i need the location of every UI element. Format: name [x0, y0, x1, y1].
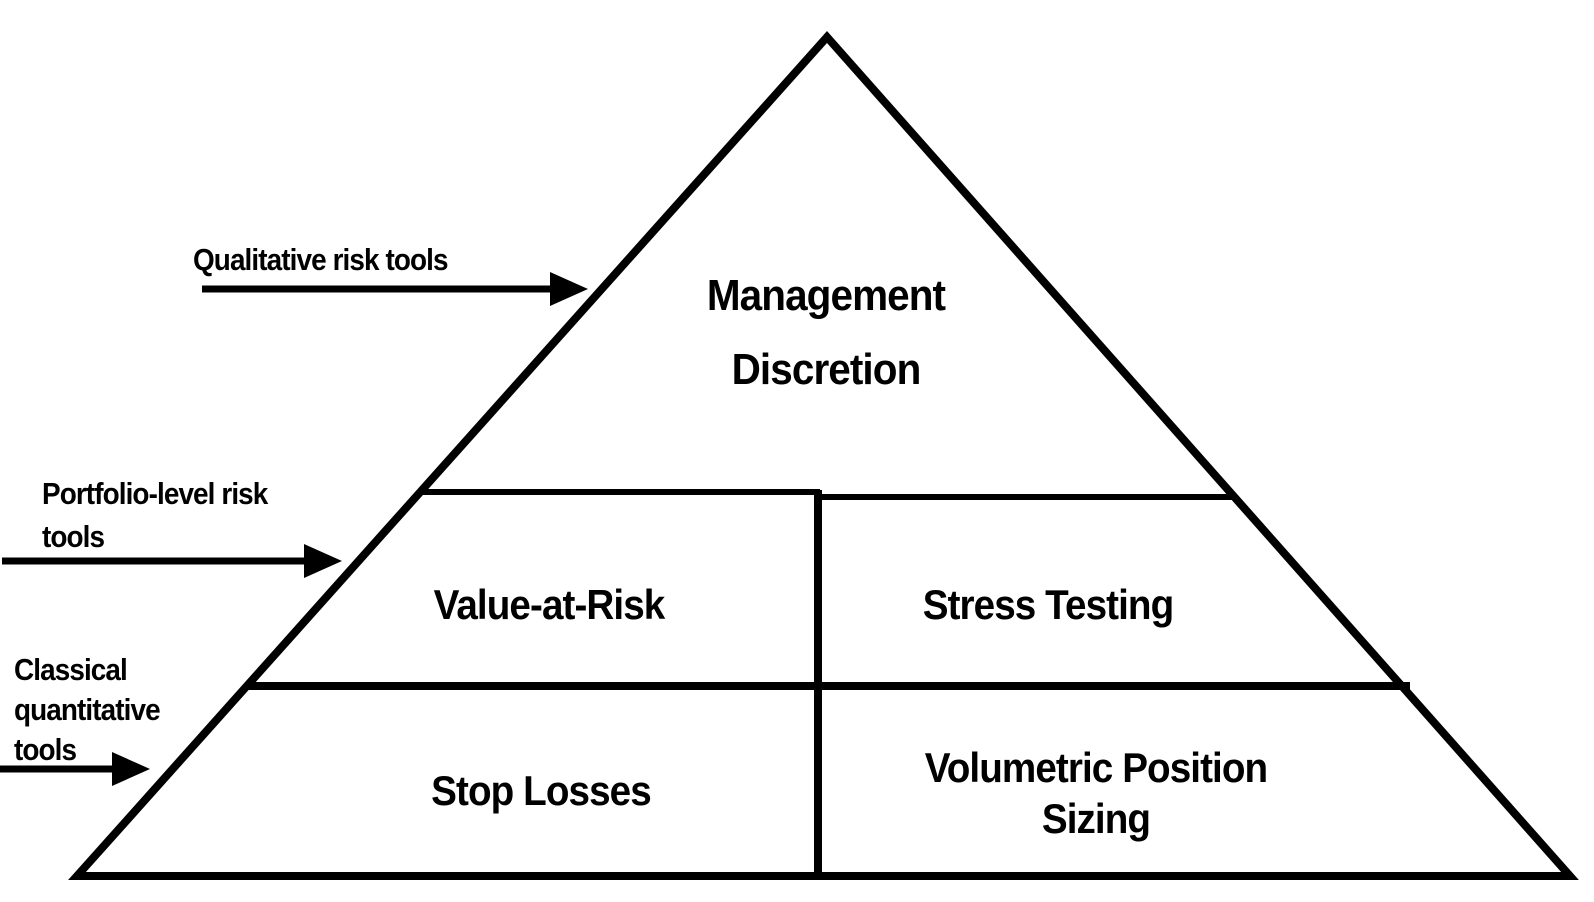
- annotation-line: Portfolio-level risk: [42, 476, 268, 511]
- classical-arrow: [0, 752, 150, 786]
- annotation-line: Classical: [14, 652, 128, 687]
- annotation-classical-quantitative-tools: Classical quantitative tools: [14, 650, 161, 770]
- tier-label-volumetric-position-sizing: Volumetric Position Sizing: [924, 742, 1268, 844]
- annotation-line: Qualitative risk tools: [193, 242, 449, 277]
- tier-label-value-at-risk: Value-at-Risk: [433, 581, 666, 628]
- annotation-line: tools: [14, 732, 77, 767]
- tier-label-line: Management: [706, 271, 946, 320]
- tier-label-line: Sizing: [1041, 795, 1151, 842]
- annotation-qualitative-risk-tools: Qualitative risk tools: [193, 242, 449, 278]
- annotation-portfolio-level-risk-tools: Portfolio-level risk tools: [42, 472, 268, 558]
- arrow-head-icon: [304, 544, 342, 578]
- pyramid-outline: [68, 30, 1579, 880]
- annotation-line: tools: [42, 519, 105, 554]
- arrow-head-icon: [550, 272, 588, 306]
- qualitative-arrow: [202, 272, 588, 306]
- tier-label-management-discretion: Management Discretion: [706, 259, 946, 407]
- tier-label-line: Discretion: [731, 345, 922, 394]
- arrow-head-icon: [112, 752, 150, 786]
- annotation-line: quantitative: [14, 692, 161, 727]
- portfolio-arrow: [2, 544, 342, 578]
- tier-label-stress-testing: Stress Testing: [922, 581, 1174, 628]
- tier-label-stop-losses: Stop Losses: [431, 767, 652, 814]
- tier-label-line: Volumetric Position: [924, 744, 1268, 791]
